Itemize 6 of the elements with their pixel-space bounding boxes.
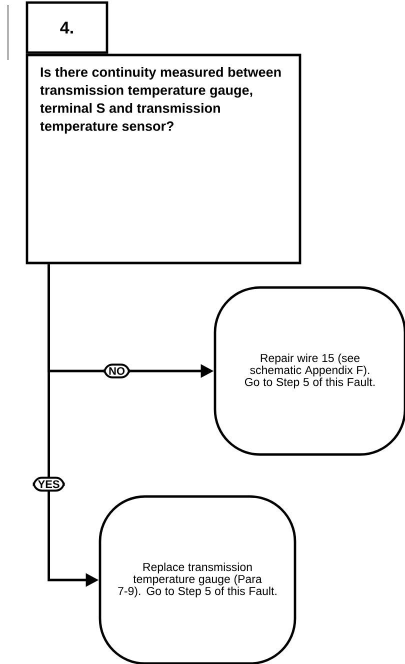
action-box: Repair wire 15 (see schematic Appendix F). Go to Step 5 of this Fault.	[214, 286, 405, 456]
action-box: Replace transmission temperature gauge (Para 7-9). Go to Step 5 of this Fault.	[98, 495, 296, 664]
edge-label: YES	[32, 476, 65, 492]
node-label: 4.	[60, 22, 73, 34]
edge-label: NO	[104, 364, 130, 378]
question-box: Is there continuity measured between transmission temperature gauge, terminal S and transmission temperature sensor? 4.	[26, 1, 302, 264]
